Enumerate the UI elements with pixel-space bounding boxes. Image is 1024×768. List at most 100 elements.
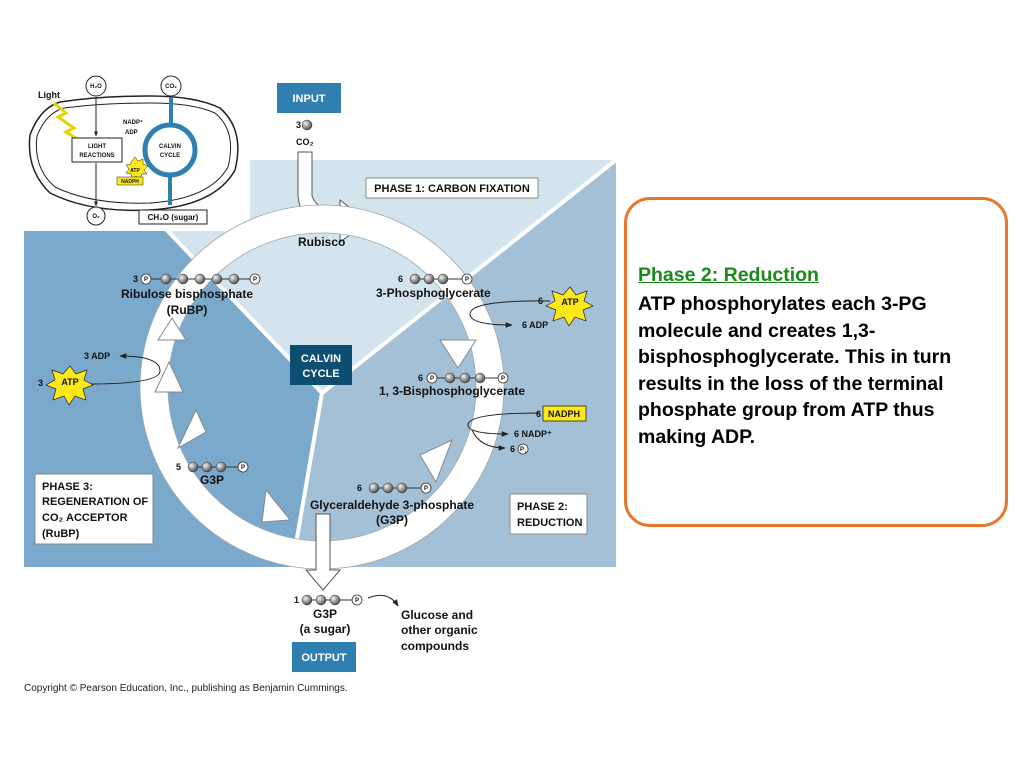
info-callout-box [624,197,1008,527]
carbon-ball [396,482,408,494]
info-title: Phase 2: Reduction [638,264,819,286]
info-body: ATP phosphorylates each 3-PG molecule an… [638,293,952,448]
cycle-arrowhead [419,439,453,484]
cycle-arrowhead [439,339,477,369]
output-sugar-label: (a sugar) [300,622,351,636]
phosphate-circle [237,461,249,473]
pi-label: P [520,447,524,453]
light-label: Light [38,90,60,100]
bpg-label: 1, 3-Bisphosphoglycerate [379,384,525,398]
carbon-ball [382,482,394,494]
rubp-molecule: P P [140,273,261,285]
g3p5-count: 5 [176,462,181,472]
rubisco-label: Rubisco [298,235,345,249]
carbon-ball [315,594,327,606]
adp3-label: 3 ADP [84,351,110,361]
phosphate-circle [497,372,509,384]
carbon-ball [474,372,486,384]
phosphate-circle [249,273,261,285]
light-reactions-label-2: REACTIONS [79,153,114,159]
atp3-starburst-icon [45,365,94,406]
adp-out-label: 6 ADP [522,320,548,330]
mini-atp-label: ATP [130,168,140,174]
carbon-ball [201,461,213,473]
output-g3p-label: G3P [313,607,337,621]
carbon-ball [329,594,341,606]
phosphate-circle [420,482,432,494]
carbon-ball [459,372,471,384]
phase3-label-2: REGENERATION OF [42,496,148,508]
phosphate-circle [426,372,438,384]
center-calvin-label-1: CALVIN [301,353,341,365]
rubp-name-label: Ribulose bisphosphate [121,287,253,301]
phase3-label-3: CO₂ ACCEPTOR [42,512,128,524]
phase3-label-1: PHASE 3: [42,481,93,493]
light-reactions-box [71,137,123,163]
atp-adp-arrow [469,300,551,328]
pi-circle [517,443,529,455]
g3p-abbr-label: (G3P) [376,513,408,527]
center-calvin-label-2: CYCLE [302,368,339,380]
cycle-ring [139,204,505,591]
phosphate-circle [351,594,363,606]
chloroplast-inset: Light H₂O CO₂ O₂ LIGHT REACTIONS CALVIN … [24,75,250,231]
pg3-count: 6 [398,274,403,284]
g3p5-label: G3P [200,473,224,487]
cycle-arrowhead [154,360,184,393]
mini-nadp-label: NADP⁺ [123,119,143,126]
phosphate-label: P [501,376,505,382]
carbon-ball [211,273,223,285]
atp-label: ATP [561,297,578,307]
chloroplast-outline-inner [35,102,232,204]
input-box [277,83,341,113]
mini-atp-icon [125,156,149,180]
mini-nadph-box [116,176,144,186]
sugar-label: CH₂O (sugar) [148,213,199,222]
glucose-arrow [367,594,399,607]
input-label: INPUT [293,93,326,105]
g3p-count: 6 [357,483,362,493]
output-box [292,642,356,672]
phosphate-label: P [465,277,469,283]
phase1-label: PHASE 1: CARBON FIXATION [374,183,530,195]
bpg-molecule: P P [426,372,509,384]
pi-arrow [471,429,506,451]
o2-label: O₂ [92,214,100,220]
co2-circle [160,75,182,97]
nadph-count: 6 [536,409,541,419]
g3p5-molecule: P [187,461,249,473]
nadph-box [542,405,587,422]
copyright-notice: Copyright © Pearson Education, Inc., pub… [24,683,348,694]
nadph-label: NADPH [548,409,580,419]
phosphate-label: P [253,277,257,283]
phosphate-label: P [430,376,434,382]
carbon-ball [177,273,189,285]
phosphate-circle [461,273,473,285]
g3p-name-label: Glyceraldehyde 3-phosphate [310,498,474,512]
output-section: 1 P G3P (a sugar) OUTPUT Glucose and oth… [292,594,478,672]
h2o-circle [85,75,107,97]
mini-nadph-label: NADPH [121,179,139,185]
cycle-arrowhead [261,488,291,523]
input-co2-label: CO₂ [296,137,314,147]
atp-starburst-icon [545,286,594,327]
cycle-arrowhead [157,317,187,341]
atp3-count: 3 [38,378,43,388]
input-co2-count: 3 [296,120,301,130]
phosphate-circle [140,273,152,285]
output-product-1: Glucose and [401,608,473,622]
mini-calvin-label-1: CALVIN [159,144,181,150]
phosphate-label: P [424,486,428,492]
h2o-label: H₂O [90,84,102,90]
carbon-ball [437,273,449,285]
carbon-ball [409,273,421,285]
pi-subscript: i [525,449,526,454]
phase3-label-4: (RuBP) [42,528,80,540]
output-product-3: compounds [401,639,469,653]
carbon-ball [215,461,227,473]
pi-count: 6 [510,444,515,454]
light-bolt-icon [53,101,85,145]
sugar-box [138,209,208,225]
carbon-ball [194,273,206,285]
